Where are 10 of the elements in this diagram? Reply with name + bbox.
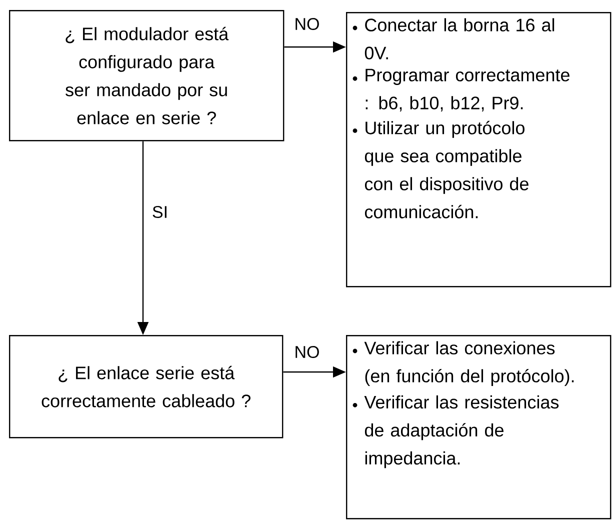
edge-label: NO	[293, 344, 321, 360]
question-box: ¿ El modulador está configurado para ser mandado por su enlace en serie ?	[9, 10, 284, 142]
bullet-item: Conectar la borna 16 al 0V.	[352, 18, 554, 60]
edge-label: SI	[150, 204, 170, 220]
bullet-item: Verificar las conexiones (en función del protócolo).	[352, 341, 574, 386]
bullet-item: Utilizar un protócolo que sea compatible con el dispositivo de comunicación.	[352, 120, 528, 218]
bullet-item: Programar correctamente : b6, b10, b12, Pr9.	[352, 68, 570, 112]
bullet-item: Verificar las resistencias de adaptación de impedancia.	[352, 395, 559, 468]
edge-label: NO	[293, 16, 321, 32]
question-box: ¿ El enlace serie está correctamente cableado ?	[9, 335, 284, 438]
